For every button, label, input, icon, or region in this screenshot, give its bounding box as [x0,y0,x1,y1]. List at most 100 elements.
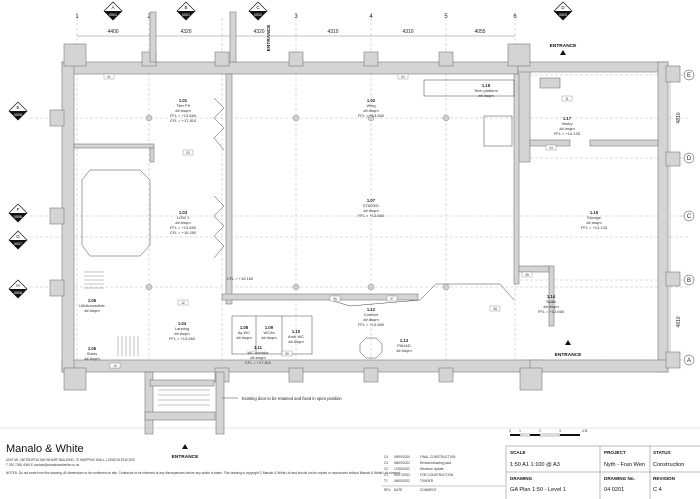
svg-text:Tech platform: Tech platform [474,88,499,93]
svg-text:1.14: 1.14 [547,294,556,299]
svg-text:CFL = +17.810: CFL = +17.810 [170,118,197,123]
section-markers: A 0501 B 0501 C 0502 D 0503 E 0505 [8,1,573,299]
grid-label: 3 [294,14,298,20]
grid-label: 1 [75,14,79,20]
svg-text:4320: 4320 [253,29,264,35]
svg-text:C3: C3 [384,461,388,465]
svg-text:LOW 1: LOW 1 [177,215,190,220]
svg-text:A: A [687,358,691,364]
grid-label: 5 [444,14,448,20]
svg-text:01: 01 [107,75,111,79]
svg-text:3: 3 [559,429,561,433]
svg-text:##.#sqm: ##.#sqm [559,126,575,131]
svg-text:DATE: DATE [394,488,402,492]
svg-text:04/07/2022: 04/07/2022 [394,473,410,477]
svg-text:4 M: 4 M [582,429,588,433]
svg-text:Lift/Accessible: Lift/Accessible [79,303,105,308]
svg-text:11: 11 [565,97,569,101]
company-address: UNIT M1, METROPOLITAN WHARF BUILDING, 70… [6,458,135,462]
svg-text:0506: 0506 [14,215,22,219]
svg-text:##.#sqm: ##.#sqm [175,108,191,113]
room-1-11: 1.11 WC corridor ##.#sqm CFL = +17.810 [245,345,272,365]
svg-text:1.11: 1.11 [254,345,263,350]
svg-text:Nyth - Fran Wen: Nyth - Fran Wen [604,462,645,468]
svg-text:C2: C2 [384,467,388,471]
svg-text:03: 03 [186,151,190,155]
svg-text:1.01: 1.01 [179,98,188,103]
svg-text:FFL = +13.660: FFL = +13.660 [358,322,385,327]
svg-text:Stairs: Stairs [87,351,97,356]
svg-text:09/09/2020: 09/09/2020 [394,455,410,459]
svg-text:4400: 4400 [107,29,118,35]
svg-text:FOR CONSTRUCTION: FOR CONSTRUCTION [420,473,454,477]
svg-text:E: E [16,105,19,110]
svg-text:E: E [687,73,691,79]
company-contact: T 020 7265 4040 E contact@manaloandwhite… [6,463,80,467]
door-annotation: Existing door to be retained and fixed i… [222,396,342,401]
svg-text:Amb WC: Amb WC [288,334,304,339]
svg-text:##.#sqm: ##.#sqm [288,339,304,344]
interior-details [81,79,515,406]
svg-text:0501: 0501 [182,13,190,17]
svg-text:##.#sqm: ##.#sqm [478,93,494,98]
svg-text:WC/fa: WC/fa [263,330,275,335]
svg-text:##.#sqm: ##.#sqm [261,335,277,340]
room-1-08: 1.08 Ay WC ##.#sqm [236,325,252,340]
svg-text:08: 08 [493,307,497,311]
svg-text:G: G [16,234,20,239]
svg-text:1.06: 1.06 [88,346,97,351]
section-marker-c: C 0502 [248,1,268,21]
svg-text:FFL = +13.660: FFL = +13.660 [538,309,565,314]
grid-bubbles-right: E D C B A [683,69,695,366]
entrance-labels: ENTRANCE ENTRANCE ENTRANCE ENTRANCE [172,24,582,460]
room-1-07: 1.07 STAGED ##.#sqm FFL = +13.660 [358,198,385,218]
svg-text:10: 10 [113,364,117,368]
svg-text:FFL = +13.660: FFL = +13.660 [358,213,385,218]
svg-text:FFL = +13.660: FFL = +13.660 [358,113,385,118]
room-1-10: 1.10 Amb WC ##.#sqm [288,329,304,344]
room-1-01: 1.01 Tiler Pit ##.#sqm FFL = +13.660 CFL… [170,98,197,123]
svg-text:Existing door to be retained a: Existing door to be retained and fixed i… [242,396,342,401]
svg-text:0508: 0508 [14,291,22,295]
svg-text:0: 0 [509,429,511,433]
svg-text:4810: 4810 [676,316,682,327]
svg-text:1.02: 1.02 [367,98,376,103]
svg-text:08/09/2022: 08/09/2022 [394,461,410,465]
svg-text:17/08/2022: 17/08/2022 [394,467,410,471]
svg-text:D: D [561,5,565,10]
svg-text:1.12: 1.12 [367,307,376,312]
svg-text:Landing: Landing [175,326,189,331]
svg-text:##.#sqm: ##.#sqm [363,108,379,113]
svg-text:Structure update: Structure update [420,467,444,471]
svg-text:07: 07 [390,297,394,301]
svg-text:H: H [16,283,19,288]
svg-text:4310: 4310 [327,29,338,35]
svg-text:A: A [111,5,114,10]
svg-text:4810: 4810 [676,112,682,123]
svg-text:DRAWING No.: DRAWING No. [604,476,635,481]
svg-text:1: 1 [519,429,521,433]
svg-text:##.#sqm: ##.#sqm [174,331,190,336]
svg-text:4310: 4310 [402,29,413,35]
svg-text:T1: T1 [384,479,388,483]
svg-text:Corridor: Corridor [364,312,379,317]
svg-text:0503: 0503 [559,13,567,17]
svg-text:05/05/2022: 05/05/2022 [394,479,410,483]
svg-text:##.#sqm: ##.#sqm [396,348,412,353]
svg-text:4320: 4320 [180,29,191,35]
room-1-02: 1.02 Wing ##.#sqm FFL = +13.660 [358,98,385,118]
svg-text:02: 02 [401,75,405,79]
svg-text:WC corridor: WC corridor [247,350,269,355]
svg-text:TENDER: TENDER [420,479,434,483]
svg-text:05: 05 [525,273,529,277]
room-1-18: 1.18 Tech platform ##.#sqm [474,83,499,98]
svg-text:1.08: 1.08 [240,325,249,330]
revision-table: C4 09/09/2020 FINAL CONSTRUCTION C3 08/0… [382,455,505,492]
svg-text:C 4: C 4 [653,487,662,493]
svg-text:Storage: Storage [587,215,602,220]
svg-text:1.10: 1.10 [292,329,301,334]
svg-text:09: 09 [285,352,289,356]
svg-text:1:50 A1 1:100 @ A3: 1:50 A1 1:100 @ A3 [510,462,560,468]
entrance-north: ENTRANCE [266,24,272,51]
